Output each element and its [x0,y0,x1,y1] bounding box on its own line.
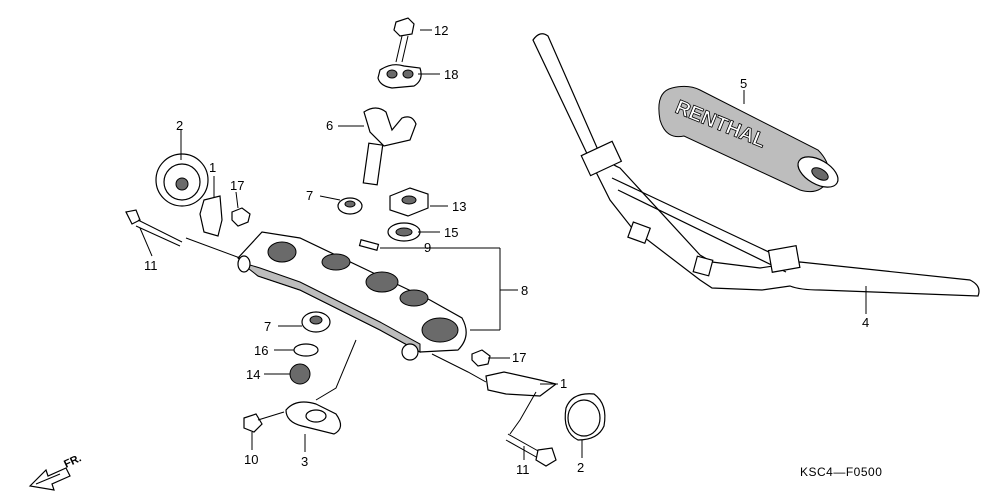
cushion-14-part [289,363,311,385]
washer-15-part [387,222,421,242]
handlebar-holder-part [362,107,417,186]
callout-3: 3 [301,454,308,469]
callout-7-lower: 7 [264,319,271,334]
grip-part: RENTHAL [658,85,839,193]
callout-1-left: 1 [209,160,216,175]
callout-14: 14 [246,367,260,382]
nut-13-part [389,187,429,217]
callout-12: 12 [434,23,448,38]
cap-2-left-part [155,153,209,207]
bolt-12-part [393,17,415,63]
clip-9-part [358,239,380,251]
top-bridge-part [237,231,467,361]
callout-2-right: 2 [577,460,584,475]
upper-holder-part [377,64,422,89]
callout-labels: 1 1 2 2 3 4 5 6 7 7 8 9 10 11 11 12 13 1… [144,23,869,477]
bolt-11-left-part [125,209,183,247]
callout-6: 6 [326,118,333,133]
cap-2-right-part [564,393,606,441]
washer-16-part [293,343,319,357]
bracket-1-left-part [199,195,223,237]
leader-lines [139,29,867,460]
callout-7-upper: 7 [306,188,313,203]
callout-11-left: 11 [144,258,158,273]
front-direction-text: FR. [62,452,83,470]
callout-16: 16 [254,343,268,358]
callout-15: 15 [444,225,458,240]
nut-17-left-part [231,207,251,227]
front-arrow-icon [28,467,71,491]
callout-9: 9 [424,240,431,255]
handlebar-part [532,33,980,297]
callout-17-left: 17 [230,178,244,193]
callout-8: 8 [521,283,528,298]
callout-18: 18 [444,67,458,82]
callout-11-right: 11 [516,462,530,477]
callout-5: 5 [740,76,747,91]
callout-4: 4 [862,315,869,330]
washer-7-lower-part [301,311,331,333]
callout-1-right: 1 [560,376,567,391]
front-direction-marker: FR. [28,452,83,491]
callout-17-right: 17 [512,350,526,365]
washer-7-upper-part [337,197,363,215]
callout-2-left: 2 [176,118,183,133]
diagram-code: KSC4—F0500 [800,465,882,479]
bracket-1-right-part [485,371,558,397]
callout-13: 13 [452,199,466,214]
clamp-3-part [285,401,342,435]
bolt-11-right-part [505,433,557,467]
nut-17-right-part [471,349,491,367]
bolt-10-part [243,411,285,433]
callout-10: 10 [244,452,258,467]
